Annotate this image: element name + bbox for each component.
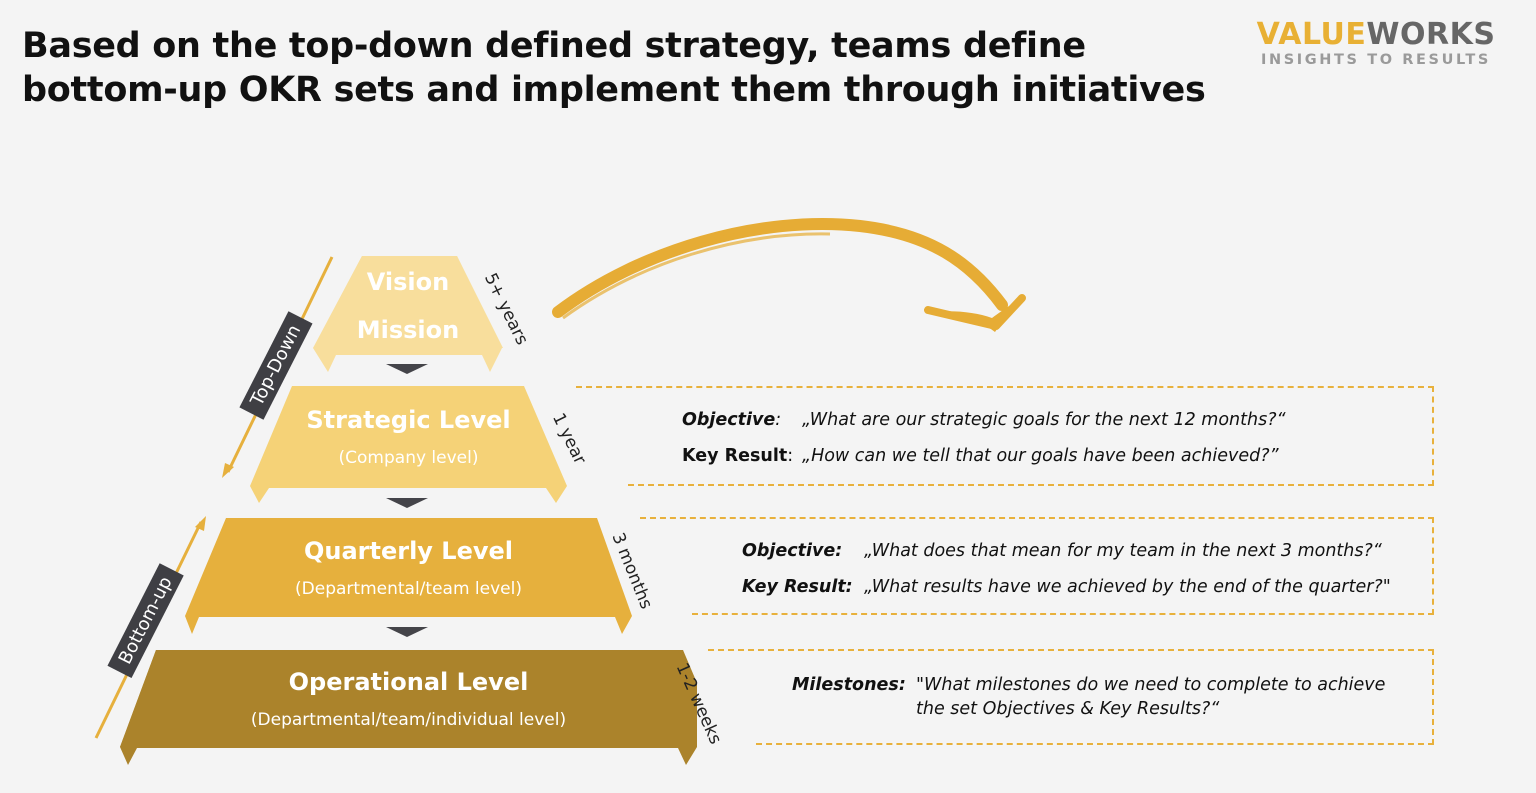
okr-box-operational-bottom	[756, 743, 1434, 745]
okr-sep: :	[787, 446, 794, 466]
tier-shape-quarterly	[185, 518, 632, 634]
okr-label: Objective	[682, 410, 776, 430]
title-line-1: Based on the top-down defined strategy, …	[22, 26, 1086, 66]
okr-row-milestones-cont: the set Objectives & Key Results?“	[916, 699, 1219, 719]
okr-question: "What milestones do we need to complete …	[916, 675, 1386, 695]
okr-question-cont: the set Objectives & Key Results?“	[916, 699, 1220, 719]
down-triangle-icon	[386, 364, 428, 374]
okr-box-strategic-top	[576, 386, 1434, 486]
tier-vision-main: Vision	[366, 268, 450, 296]
tier-quarterly-sub: (Departmental/team level)	[295, 579, 522, 599]
logo-brand: VALUEWORKS	[1256, 18, 1496, 52]
logo-tagline: INSIGHTS TO RESULTS	[1261, 52, 1491, 68]
tier-strategic: Strategic Level (Company level)	[250, 403, 567, 479]
logo-brand-works: WORKS	[1366, 17, 1496, 52]
tier-vision: Vision Mission	[313, 265, 503, 361]
okr-label: Key Result:	[742, 577, 853, 597]
okr-label: Milestones:	[792, 675, 906, 695]
tier-shape-strategic	[250, 386, 567, 503]
okr-box-quarterly-top	[640, 517, 1434, 615]
tier-operational-main: Operational Level	[288, 668, 529, 696]
okr-box-operational-top	[708, 649, 1434, 745]
okr-row-objective: Objective: „What are our strategic goals …	[682, 410, 1286, 430]
tier-vision-sub: Mission	[356, 316, 460, 344]
okr-row-key-result: Key Result: „What results have we achieve…	[742, 577, 1391, 597]
title-line-2: bottom-up OKR sets and implement them th…	[22, 70, 1206, 110]
okr-box-strategic-bottom	[628, 484, 1434, 486]
okr-box-quarterly-bottom	[692, 613, 1434, 615]
valueworks-logo: VALUEWORKS INSIGHTS TO RESULTS	[1256, 18, 1496, 69]
okr-question: „How can we tell that our goals have bee…	[802, 446, 1279, 466]
okr-question: „What are our strategic goals for the ne…	[802, 410, 1286, 430]
logo-brand-value: VALUE	[1256, 17, 1367, 52]
okr-row-key-result: Key Result: „How can we tell that our goa…	[682, 446, 1279, 466]
okr-question: „What does that mean for my team in the …	[864, 541, 1382, 561]
tier-strategic-sub: (Company level)	[338, 448, 479, 468]
okr-row-milestones: Milestones: "What milestones do we need t…	[792, 675, 1385, 695]
tier-strategic-main: Strategic Level	[306, 406, 511, 434]
tier-quarterly-main: Quarterly Level	[303, 537, 514, 565]
curved-arrow-icon	[552, 218, 1026, 332]
down-triangle-icon	[386, 627, 428, 637]
down-triangle-icon	[386, 498, 428, 508]
tier-operational-sub: (Departmental/team/individual level)	[250, 710, 567, 730]
okr-label: Key Result	[682, 446, 788, 466]
okr-sep: :	[775, 410, 782, 430]
okr-label: Objective:	[742, 541, 843, 561]
tier-quarterly: Quarterly Level (Departmental/team level…	[185, 534, 632, 610]
tier-operational: Operational Level (Departmental/team/ind…	[120, 665, 697, 741]
page-title: Based on the top-down defined strategy, …	[22, 24, 1206, 112]
okr-question: „What results have we achieved by the en…	[864, 577, 1391, 597]
okr-row-objective: Objective: „What does that mean for my te…	[742, 541, 1382, 561]
